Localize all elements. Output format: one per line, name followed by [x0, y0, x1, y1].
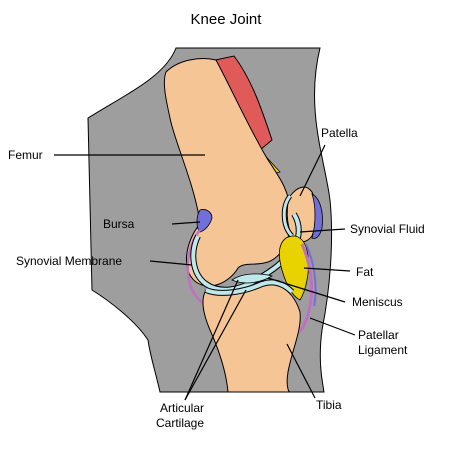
articular-cartilage-leader-1 — [184, 279, 239, 401]
bursa-leader — [171, 221, 201, 225]
label-patellar-ligament-line2: Ligament — [358, 343, 408, 357]
diagram-title: Knee Joint — [191, 11, 263, 28]
label-meniscus: Meniscus — [352, 295, 403, 309]
patella-leader — [299, 144, 326, 197]
label-synovial-fluid: Synovial Fluid — [350, 222, 425, 236]
articular-cartilage-leader-2 — [184, 289, 247, 401]
meniscus — [231, 273, 274, 284]
label-femur: Femur — [8, 148, 43, 162]
label-synovial-membrane: Synovial Membrane — [16, 254, 122, 268]
label-fat: Fat — [356, 265, 374, 279]
femur-bone — [163, 58, 291, 287]
synovial-fluid-leader — [299, 228, 346, 233]
fat-leader — [303, 267, 351, 272]
label-patellar-ligament-line1: Patellar — [358, 328, 399, 342]
label-tibia: Tibia — [316, 398, 342, 412]
fat-pad — [278, 235, 309, 301]
label-articular-cartilage-line2: Cartilage — [156, 416, 204, 430]
patellar-ligament — [298, 243, 314, 333]
label-bursa: Bursa — [103, 217, 135, 231]
tibia-leader — [286, 343, 316, 399]
label-patella: Patella — [321, 126, 358, 140]
patellar-ligament-leader — [309, 317, 356, 336]
meniscus-leader — [267, 277, 346, 303]
label-articular-cartilage-line1: Articular — [160, 401, 204, 415]
patella-bone — [286, 186, 317, 243]
prepatellar-bursa — [311, 193, 323, 239]
synovial-membrane-leader — [149, 260, 193, 266]
